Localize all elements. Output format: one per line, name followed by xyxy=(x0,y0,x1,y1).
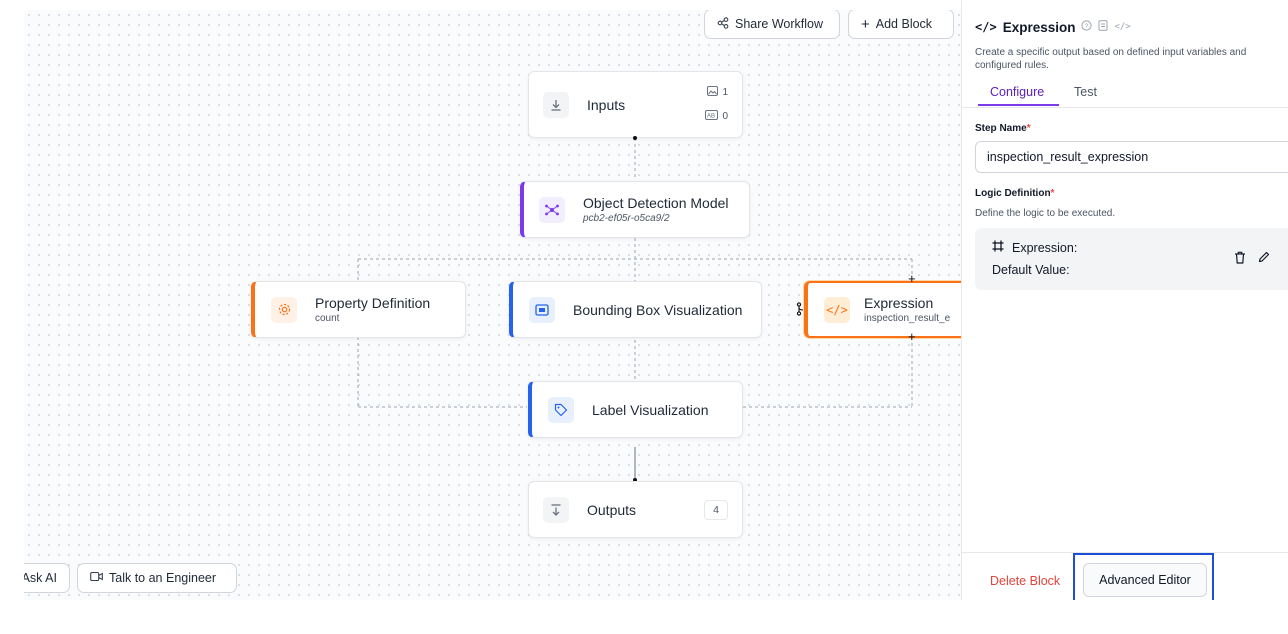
tab-configure[interactable]: Configure xyxy=(990,85,1045,99)
property-definition-sub: count xyxy=(315,313,340,324)
upload-icon xyxy=(543,496,569,523)
code-icon: </> xyxy=(975,20,997,34)
add-block-label: Add Block xyxy=(875,17,933,31)
gear-icon xyxy=(271,296,297,323)
label-visualization-title: Label Visualization xyxy=(592,401,709,418)
tag-icon xyxy=(548,396,574,423)
share-workflow-button[interactable]: Share Workflow xyxy=(704,10,840,39)
outputs-count: 4 xyxy=(704,499,728,520)
ask-ai-label: Ask AI xyxy=(24,571,57,585)
step-name-input[interactable]: inspection_result_expression xyxy=(975,141,1288,173)
model-icon xyxy=(539,196,565,223)
bounding-box-node[interactable]: Bounding Box Visualization xyxy=(509,281,762,338)
active-tab-indicator xyxy=(978,104,1059,106)
image-icon xyxy=(707,86,719,99)
panel-tabs: Configure Test xyxy=(962,82,1288,108)
ask-ai-button[interactable]: Ask AI xyxy=(24,563,70,593)
doc-icon[interactable] xyxy=(1098,18,1108,36)
frame-icon xyxy=(992,239,1004,257)
panel-footer: Delete Block Advanced Editor xyxy=(962,552,1288,600)
download-icon xyxy=(543,91,569,118)
step-name-label: Step Name* xyxy=(975,123,1031,134)
talk-engineer-label: Talk to an Engineer xyxy=(109,571,217,585)
plus-icon: + xyxy=(861,15,870,33)
add-below-expression[interactable]: + xyxy=(908,329,916,344)
parameter-icon: AB xyxy=(705,110,719,123)
image-input-count: 1 xyxy=(707,86,728,99)
help-icon[interactable]: ? xyxy=(1081,18,1093,36)
share-workflow-label: Share Workflow xyxy=(735,17,823,31)
share-icon xyxy=(717,16,729,32)
property-definition-title: Property Definition xyxy=(315,295,431,311)
video-call-icon xyxy=(90,571,103,585)
talk-to-engineer-button[interactable]: Talk to an Engineer xyxy=(77,563,237,593)
expression-node-sub: inspection_result_e xyxy=(864,313,951,324)
label-visualization-handle[interactable] xyxy=(633,478,637,482)
expression-node-title: Expression xyxy=(864,295,934,311)
workflow-canvas[interactable]: Share Workflow + Add Block Inputs 1 AB 0… xyxy=(24,10,961,600)
logic-default-label: Default Value: xyxy=(992,263,1070,277)
add-block-button[interactable]: + Add Block xyxy=(848,10,954,39)
bounding-box-title: Bounding Box Visualization xyxy=(573,301,743,318)
svg-text:?: ? xyxy=(1085,23,1089,30)
logic-expression-label: Expression: xyxy=(1012,241,1078,255)
inputs-node[interactable]: Inputs 1 AB 0 xyxy=(528,71,743,138)
object-detection-model-id: pcb2-ef05r-o5ca9/2 xyxy=(583,213,670,224)
logic-expression-card[interactable]: Expression: Default Value: xyxy=(975,228,1288,290)
object-detection-title: Object Detection Model xyxy=(583,195,729,211)
outputs-title: Outputs xyxy=(587,501,637,518)
advanced-editor-highlight xyxy=(1073,553,1214,600)
svg-text:AB: AB xyxy=(707,114,715,120)
tab-test[interactable]: Test xyxy=(1074,85,1097,99)
outputs-node[interactable]: Outputs 4 xyxy=(528,481,743,538)
code-view-icon[interactable]: </> xyxy=(1114,22,1131,32)
label-visualization-node[interactable]: Label Visualization xyxy=(528,381,743,438)
logic-definition-label: Logic Definition* xyxy=(975,188,1055,199)
trash-icon[interactable] xyxy=(1234,251,1246,269)
advanced-editor-button[interactable]: Advanced Editor xyxy=(1083,563,1207,597)
block-settings-panel: </> Expression ? </> Create a specific o… xyxy=(961,0,1288,600)
panel-description: Create a specific output based on define… xyxy=(975,47,1247,71)
bbox-icon xyxy=(529,296,555,323)
logic-definition-hint: Define the logic to be executed. xyxy=(975,208,1116,219)
edit-icon[interactable] xyxy=(1258,251,1270,269)
add-above-expression[interactable]: + xyxy=(908,271,916,286)
panel-title: Expression xyxy=(1002,19,1076,35)
inputs-title: Inputs xyxy=(587,96,626,113)
expression-node[interactable]: </> Expression inspection_result_e xyxy=(804,281,961,338)
object-detection-node[interactable]: Object Detection Model pcb2-ef05r-o5ca9/… xyxy=(520,181,750,238)
property-definition-node[interactable]: Property Definition count xyxy=(251,281,466,338)
delete-block-button[interactable]: Delete Block xyxy=(990,574,1061,588)
parameter-input-count: AB 0 xyxy=(705,110,728,123)
inputs-handle[interactable] xyxy=(633,136,637,140)
code-icon: </> xyxy=(824,296,850,323)
panel-header: </> Expression ? </> xyxy=(975,18,1131,36)
